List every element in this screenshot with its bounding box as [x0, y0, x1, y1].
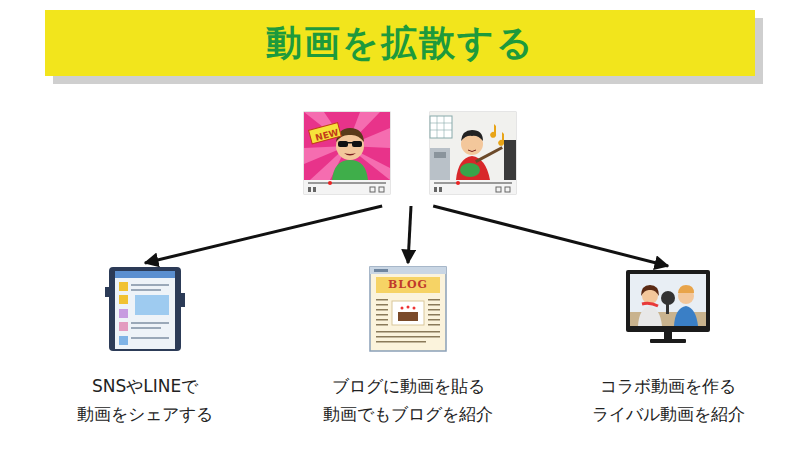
title-text: 動画を拡散する — [45, 10, 755, 76]
thumbnail-guitar — [430, 112, 516, 194]
caption-text: SNSやLINEで 動画をシェアする — [30, 372, 260, 428]
caption-text: コラボ動画を作る ライバル動画を紹介 — [553, 372, 783, 428]
arrow-connector — [408, 206, 411, 263]
tv-icon — [624, 268, 712, 348]
caption-text: ブログに動画を貼る 動画でもブログを紹介 — [293, 372, 523, 428]
arrow-connector — [433, 206, 668, 266]
sns-node: SNSやLINEで 動画をシェアする — [30, 265, 260, 428]
blog-heading: BLOG — [378, 277, 438, 293]
smartphone-icon — [105, 265, 185, 355]
collab-node: コラボ動画を作る ライバル動画を紹介 — [553, 268, 783, 428]
video-group: NEW — [300, 108, 522, 198]
thumbnail-new — [304, 112, 390, 194]
arrow-connector — [145, 206, 382, 263]
blog-node: BLOG ブログに動画を貼る 動画でもブログを紹介 — [293, 265, 523, 428]
video-thumbnails — [300, 108, 522, 198]
